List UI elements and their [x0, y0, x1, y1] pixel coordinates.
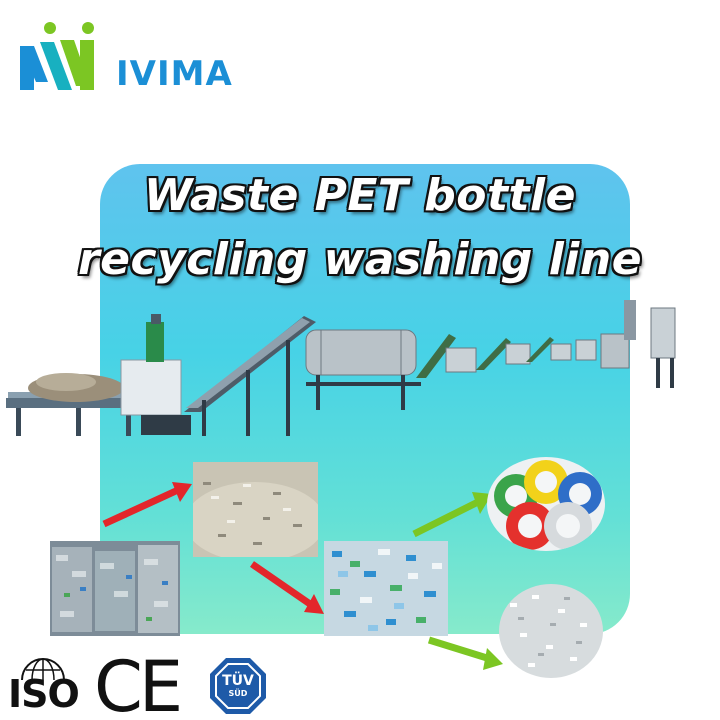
ce-mark: CE [94, 646, 183, 720]
red-arrow-2-icon [250, 561, 324, 614]
brand-mark-icon [20, 22, 94, 90]
photo-strapping-rolls [487, 457, 605, 551]
photo-washed-flakes [324, 541, 448, 636]
headline-line-1: Waste PET bottle [144, 170, 576, 221]
iso-logo: ISO [8, 672, 80, 716]
certification-logos: ISO CE TÜV SÜD [8, 646, 278, 720]
photo-pet-bales [50, 541, 180, 636]
headline-line-2: recycling washing line [77, 234, 643, 285]
green-arrow-2-icon [427, 636, 503, 670]
sud-label: SÜD [228, 689, 248, 698]
photo-clean-flakes [499, 584, 603, 678]
tuv-octagon-icon [210, 658, 266, 714]
red-arrow-1-icon [102, 482, 192, 528]
washing-line-machine [6, 300, 676, 436]
photo-pet-flakes [193, 462, 318, 557]
brand-name: IVIMA [116, 54, 233, 94]
globe-icon [21, 658, 65, 680]
green-arrow-1-icon [412, 492, 492, 538]
brand-logo: IVIMA [16, 20, 232, 100]
tuv-label: TÜV [222, 673, 254, 689]
tuv-sud-logo: TÜV SÜD [208, 656, 268, 716]
